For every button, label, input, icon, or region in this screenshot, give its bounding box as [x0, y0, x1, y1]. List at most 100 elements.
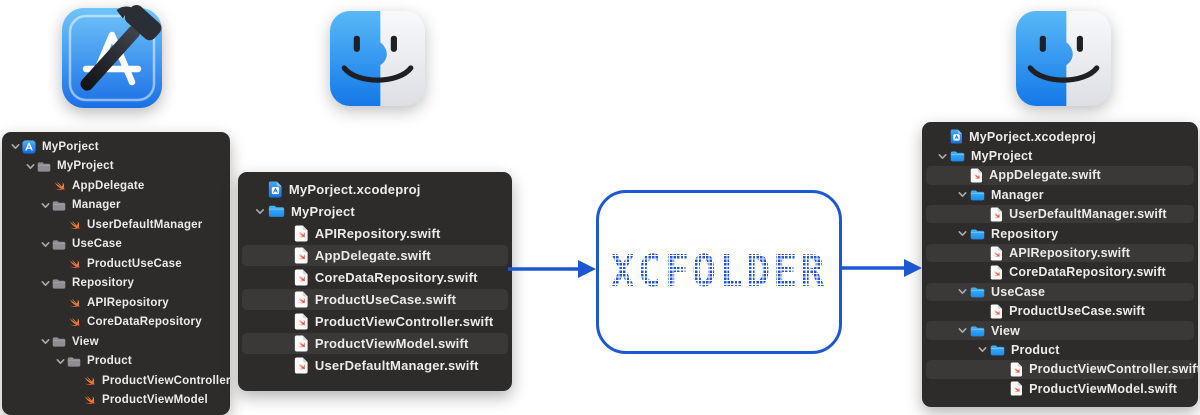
tree-row[interactable]: CoreDataRepository: [2, 313, 230, 333]
tree-row[interactable]: AppDelegate: [2, 176, 230, 196]
blue-folder-icon: [970, 325, 985, 337]
tree-item-label: MyProject: [291, 203, 355, 219]
tree-row[interactable]: AppDelegate.swift: [922, 166, 1198, 186]
tree-item-label: Manager: [991, 187, 1044, 202]
tree-row[interactable]: MyPorject: [2, 137, 230, 157]
chevron-down-icon[interactable]: [9, 141, 22, 152]
tree-row[interactable]: ProductViewModel.swift: [922, 379, 1198, 398]
tree-item-label: ProductUseCase: [87, 257, 182, 270]
swift-file-icon: [294, 269, 309, 286]
tree-row[interactable]: ProductViewController: [2, 371, 230, 391]
tree-item-label: UserDefaultManager: [87, 218, 203, 231]
tree-row[interactable]: AppDelegate.swift: [238, 244, 512, 266]
tree-row[interactable]: MyProject: [238, 200, 512, 222]
tree-row[interactable]: ProductUseCase.swift: [922, 302, 1198, 321]
tree-item-label: Product: [1011, 342, 1060, 357]
swift-icon: [67, 296, 81, 310]
folder-icon: [52, 200, 66, 211]
tree-row[interactable]: Manager: [922, 185, 1198, 204]
flow-arrow-right-icon: [838, 259, 922, 277]
tree-item-label: ProductViewModel: [102, 394, 208, 407]
tree-row[interactable]: CoreDataRepository.swift: [922, 263, 1198, 282]
tree-row[interactable]: APIRepository.swift: [238, 222, 512, 244]
xcode-app-icon: [62, 4, 162, 108]
swift-file-icon: [990, 246, 1003, 261]
tree-row[interactable]: Repository: [2, 274, 230, 294]
tree-row[interactable]: MyPorject.xcodeproj: [922, 127, 1198, 146]
tree-row[interactable]: View: [2, 332, 230, 352]
tree-item-label: UseCase: [72, 238, 122, 251]
tree-row[interactable]: ProductUseCase: [2, 254, 230, 274]
tree-row[interactable]: Product: [2, 352, 230, 372]
flow-arrow-left-icon: [508, 260, 596, 278]
tree-item-label: APIRepository.swift: [1009, 246, 1131, 261]
tree-row[interactable]: UserDefaultManager.swift: [922, 205, 1198, 224]
tree-item-label: UserDefaultManager.swift: [314, 358, 479, 374]
chevron-down-icon[interactable]: [39, 278, 52, 289]
chevron-down-icon[interactable]: [39, 336, 52, 347]
tree-row[interactable]: APIRepository: [2, 293, 230, 313]
tree-row[interactable]: Repository: [922, 224, 1198, 243]
tree-row[interactable]: MyProject: [922, 146, 1198, 165]
tree-row[interactable]: ProductViewModel: [2, 391, 230, 411]
tree-row[interactable]: MyProject: [2, 157, 230, 177]
swift-file-icon: [990, 265, 1003, 280]
tree-item-label: AppDelegate.swift: [989, 168, 1101, 183]
folder-icon: [37, 161, 51, 172]
tree-row[interactable]: APIRepository.swift: [922, 243, 1198, 263]
chevron-down-icon[interactable]: [955, 325, 970, 336]
tree-row[interactable]: ProductViewController.swift: [238, 311, 512, 333]
chevron-down-icon[interactable]: [39, 200, 52, 211]
tree-item-label: UserDefaultManager.swift: [1009, 207, 1167, 222]
blue-folder-icon: [990, 344, 1005, 356]
chevron-down-icon[interactable]: [252, 206, 268, 217]
tree-item-label: CoreDataRepository.swift: [1009, 265, 1166, 280]
tree-row[interactable]: View: [922, 321, 1198, 341]
chevron-down-icon[interactable]: [24, 161, 37, 172]
tree-item-label: ProductViewModel.swift: [314, 336, 469, 352]
chevron-down-icon[interactable]: [955, 228, 970, 239]
chevron-down-icon[interactable]: [935, 151, 950, 162]
tree-row[interactable]: Manager: [2, 196, 230, 216]
tree-row[interactable]: ProductUseCase.swift: [238, 288, 512, 311]
swift-file-icon: [294, 247, 309, 264]
swift-file-icon: [294, 291, 309, 308]
tree-row[interactable]: UserDefaultManager.swift: [238, 355, 512, 377]
tree-item-label: CoreDataRepository: [87, 316, 202, 329]
tree-item-label: AppDelegate.swift: [314, 247, 431, 263]
tree-item-label: ProductViewController: [102, 374, 230, 387]
chevron-down-icon[interactable]: [54, 356, 67, 367]
tree-row[interactable]: Product: [922, 340, 1198, 359]
tree-item-label: AppDelegate: [72, 179, 145, 192]
chevron-down-icon[interactable]: [39, 239, 52, 250]
xcodeproj-file-icon: [268, 181, 283, 198]
tree-row[interactable]: ProductViewController.swift: [922, 360, 1198, 379]
swift-icon: [67, 257, 81, 271]
xcfolder-tool-box: XCFOLDER: [596, 190, 842, 354]
tree-item-label: View: [72, 335, 99, 348]
tree-item-label: MyPorject.xcodeproj: [969, 129, 1096, 144]
blue-folder-icon: [970, 286, 985, 298]
chevron-down-icon[interactable]: [955, 189, 970, 200]
tree-item-label: ProductViewController.swift: [314, 314, 494, 330]
tree-item-label: MyProject: [971, 149, 1033, 164]
folder-icon: [52, 239, 66, 250]
tree-row[interactable]: UserDefaultManager: [2, 215, 230, 235]
tree-row[interactable]: ProductViewModel.swift: [238, 333, 512, 355]
tree-item-label: APIRepository: [87, 296, 169, 309]
tree-row[interactable]: CoreDataRepository.swift: [238, 266, 512, 288]
tree-row[interactable]: MyPorject.xcodeproj: [238, 178, 512, 200]
swift-icon: [67, 218, 81, 232]
folder-icon: [52, 336, 66, 347]
chevron-down-icon[interactable]: [975, 344, 990, 355]
tree-row[interactable]: UseCase: [2, 235, 230, 255]
swift-icon: [82, 393, 96, 407]
chevron-down-icon[interactable]: [955, 286, 970, 297]
swift-icon: [82, 374, 96, 388]
tree-item-label: Manager: [72, 199, 121, 212]
finder-app-icon: [330, 11, 425, 106]
xcfolder-label: XCFOLDER: [610, 247, 828, 297]
tree-row[interactable]: UseCase: [922, 282, 1198, 302]
swift-file-icon: [294, 335, 309, 352]
